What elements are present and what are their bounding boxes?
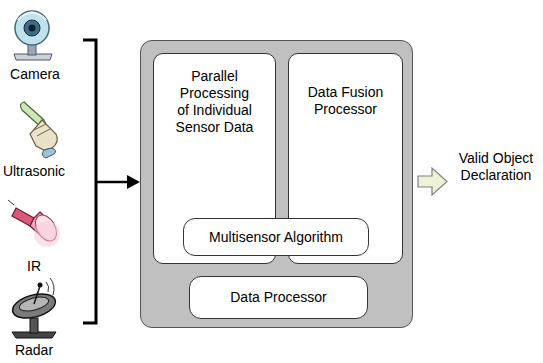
sensor-label: Ultrasonic — [0, 163, 79, 180]
ir-icon — [8, 200, 61, 247]
sensor-label: IR — [4, 258, 64, 275]
system-box: Parallel Processing of Individual Sensor… — [140, 40, 413, 328]
box-text: Data Fusion Processor — [304, 84, 388, 118]
radar-icon — [10, 278, 58, 338]
input-bracket — [83, 40, 140, 323]
camera-icon — [14, 11, 52, 60]
output-arrow — [418, 168, 447, 195]
ultrasonic-icon — [20, 102, 57, 158]
processor-box: Data Processor — [189, 276, 368, 319]
sensor-label: Camera — [0, 66, 80, 83]
algorithm-box: Multisensor Algorithm — [183, 218, 369, 256]
box-text: Parallel Processing of Individual Sensor… — [173, 68, 257, 136]
box-text: Multisensor Algorithm — [188, 229, 364, 246]
sensor-label: Radar — [4, 342, 64, 359]
output-label: Valid Object Declaration — [455, 150, 537, 184]
box-text: Data Processor — [194, 289, 364, 306]
